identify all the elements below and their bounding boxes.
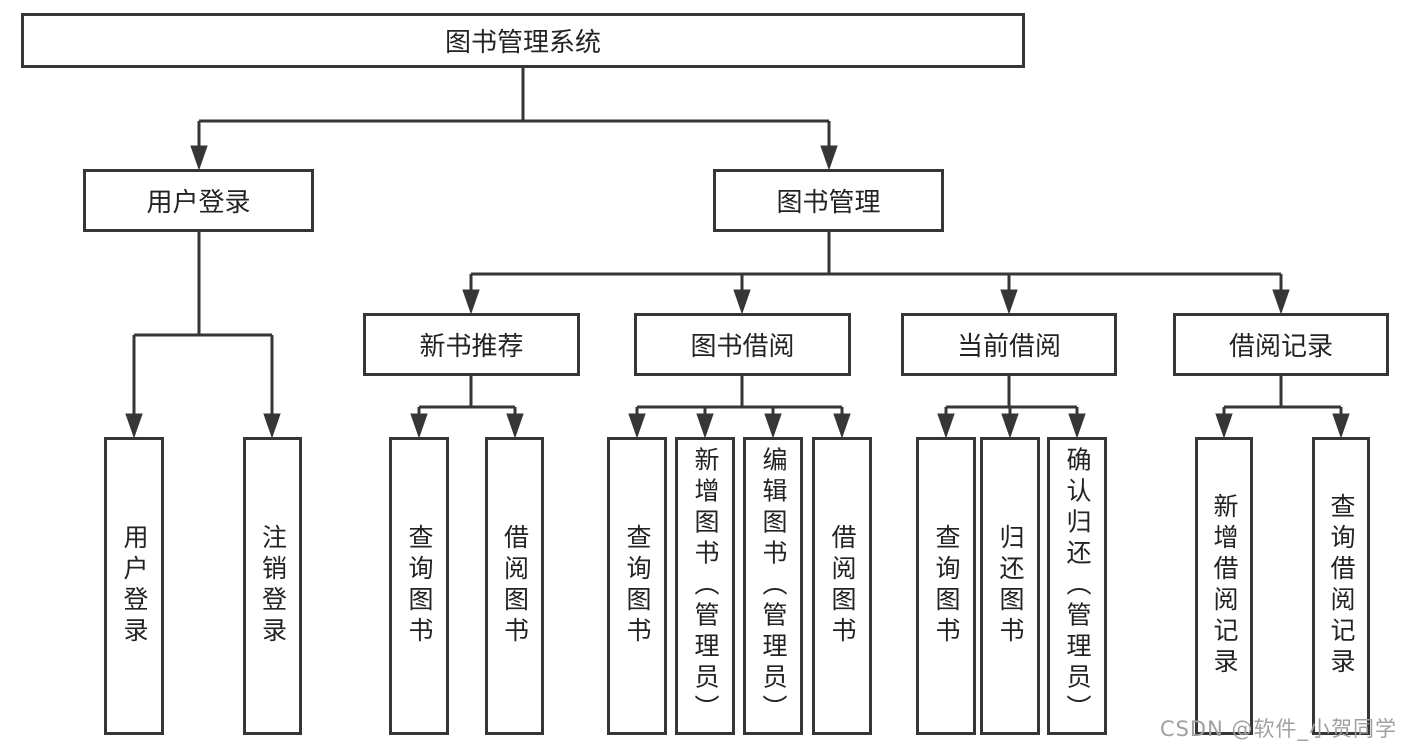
- arrow-down-icon: [1215, 413, 1233, 439]
- leaf-label: 用户登录: [120, 524, 149, 648]
- arrow-down-icon: [696, 413, 714, 439]
- leaf-query-book-borrowing: 查询图书: [607, 437, 667, 735]
- leaf-query-book-current: 查询图书: [916, 437, 976, 735]
- node-library-system: 图书管理系统: [21, 13, 1025, 68]
- node-current-borrowing: 当前借阅: [901, 313, 1117, 376]
- arrow-down-icon: [410, 413, 428, 439]
- arrow-down-icon: [628, 413, 646, 439]
- arrow-down-icon: [506, 413, 524, 439]
- arrow-down-icon: [1068, 413, 1086, 439]
- connector-line: [134, 68, 1341, 409]
- leaf-query-borrow-record: 查询借阅记录: [1312, 437, 1370, 735]
- leaf-return-book: 归还图书: [980, 437, 1040, 735]
- arrow-down-icon: [462, 289, 480, 315]
- leaf-label: 借阅图书: [828, 524, 857, 648]
- arrow-stem-line: [132, 121, 1343, 416]
- arrow-down-icon: [764, 413, 782, 439]
- leaf-label: 查询图书: [405, 524, 434, 648]
- arrow-down-icon: [1000, 289, 1018, 315]
- arrow-down-icon: [833, 413, 851, 439]
- arrow-down-icon: [125, 413, 143, 439]
- leaf-label: 注销登录: [258, 524, 288, 648]
- arrow-down-icon: [820, 145, 838, 171]
- leaf-label: 新增借阅记录: [1210, 493, 1239, 679]
- leaf-label: 借阅图书: [500, 524, 530, 648]
- leaf-confirm-return-admin: 确认归还（管理员）: [1047, 437, 1107, 735]
- node-user-login: 用户登录: [83, 169, 314, 232]
- node-book-borrowing: 图书借阅: [634, 313, 851, 376]
- arrow-down-icon: [190, 145, 208, 171]
- leaf-query-book-recommend: 查询图书: [389, 437, 449, 735]
- csdn-watermark: CSDN @软件_小贺同学: [1159, 717, 1397, 741]
- arrow-down-icon: [263, 413, 281, 439]
- node-new-book-recommend: 新书推荐: [363, 313, 580, 376]
- arrow-down-icon: [1272, 289, 1290, 315]
- arrow-down-icon: [1001, 413, 1019, 439]
- leaf-label: 查询图书: [932, 524, 961, 648]
- leaf-borrow-book-recommend: 借阅图书: [485, 437, 544, 735]
- leaf-label: 查询借阅记录: [1327, 493, 1356, 679]
- leaf-label: 新增图书（管理员）: [691, 446, 720, 726]
- arrow-down-icon: [1332, 413, 1350, 439]
- node-book-management: 图书管理: [713, 169, 944, 232]
- leaf-borrow-book: 借阅图书: [812, 437, 872, 735]
- leaf-label: 归还图书: [996, 524, 1025, 648]
- leaf-label: 编辑图书（管理员）: [759, 446, 788, 726]
- arrow-down-icon: [733, 289, 751, 315]
- leaf-label: 查询图书: [623, 524, 652, 648]
- arrow-down-icon: [937, 413, 955, 439]
- leaf-label: 确认归还（管理员）: [1063, 446, 1092, 726]
- leaf-user-login: 用户登录: [104, 437, 164, 735]
- leaf-logout: 注销登录: [243, 437, 302, 735]
- node-borrow-records: 借阅记录: [1173, 313, 1389, 376]
- leaf-edit-book-admin: 编辑图书（管理员）: [743, 437, 803, 735]
- leaf-add-borrow-record: 新增借阅记录: [1195, 437, 1253, 735]
- leaf-add-book-admin: 新增图书（管理员）: [675, 437, 735, 735]
